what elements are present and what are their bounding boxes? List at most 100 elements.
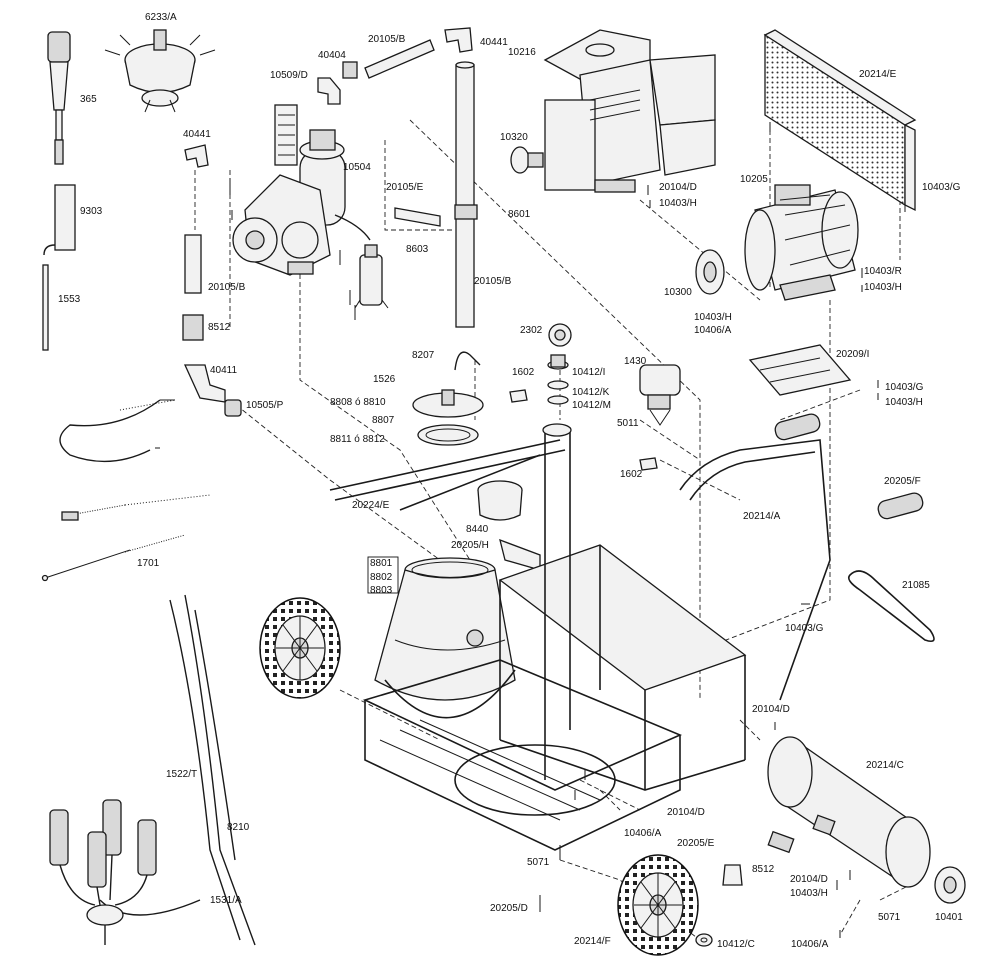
label-10403-g-guard: 10403/G — [922, 182, 961, 193]
v-belt-21085 — [847, 570, 935, 643]
teat-cup-shell-365 — [47, 31, 71, 165]
label-box-8801-8803 — [367, 556, 399, 594]
washer-10412c — [695, 933, 713, 947]
rod-1553 — [42, 264, 49, 351]
label-10403-h-bracket2: 10403/H — [885, 397, 923, 408]
label-1531-a: 1531/A — [210, 895, 242, 906]
label-8801: 8801 — [370, 558, 393, 569]
label-8601: 8601 — [508, 209, 531, 220]
valve-1602-top — [509, 389, 528, 403]
label-20105-b-left: 20105/B — [208, 282, 246, 293]
pipe-20105b-left — [184, 234, 202, 294]
label-10412-c: 10412/C — [717, 939, 755, 950]
label-8207: 8207 — [412, 350, 435, 361]
cart-frame — [362, 423, 831, 851]
label-8803: 8803 — [370, 585, 393, 596]
label-10403-g-bracket: 10403/G — [885, 382, 924, 393]
label-8440: 8440 — [466, 524, 489, 535]
pipe-9303 — [43, 184, 76, 256]
label-365: 365 — [80, 94, 97, 105]
assembly-guide-lines — [194, 119, 921, 941]
elbow-40411 — [183, 364, 226, 403]
label-10509-d: 10509/D — [270, 70, 308, 81]
label-1526: 1526 — [373, 374, 396, 385]
label-8802: 8802 — [370, 572, 393, 583]
label-20214-f: 20214/F — [574, 936, 611, 947]
label-8210: 8210 — [227, 822, 250, 833]
label-8603: 8603 — [406, 244, 429, 255]
label-20224-e: 20224/E — [352, 500, 390, 511]
label-1602-bottom: 1602 — [620, 469, 643, 480]
grip-left-20205f — [774, 413, 821, 441]
label-20105-b-top: 20105/B — [368, 34, 406, 45]
label-8512-right: 8512 — [752, 864, 775, 875]
label-20104-d-frame: 20104/D — [752, 704, 790, 715]
label-20214-a: 20214/A — [743, 511, 781, 522]
label-10412-i: 10412/I — [572, 367, 605, 378]
pulsator-1430 — [639, 364, 681, 426]
label-8811-8812: 8811 ó 8812 — [330, 434, 385, 445]
label-10401: 10401 — [935, 912, 963, 923]
elbow-40441-top — [444, 27, 473, 53]
label-10300: 10300 — [664, 287, 692, 298]
fasteners — [229, 122, 906, 938]
label-10412-k: 10412/K — [572, 387, 610, 398]
milk-hose-cleaning-brush — [59, 399, 211, 521]
label-20105-b-pipe: 20105/B — [474, 276, 512, 287]
wheel-right-20214f — [617, 854, 699, 956]
valve-1602-bottom — [639, 457, 658, 471]
label-20205-f: 20205/F — [884, 476, 921, 487]
claw-assembly-6233a — [104, 29, 216, 113]
vertical-pipe-20105b — [394, 61, 478, 328]
vacuum-gauge-2302 — [548, 323, 572, 347]
vacuum-pump-10504 — [232, 104, 371, 276]
oil-tank — [354, 244, 389, 309]
label-8512-left: 8512 — [208, 322, 231, 333]
label-10320: 10320 — [500, 132, 528, 143]
label-20205-h: 20205/H — [451, 540, 489, 551]
label-20214-c: 20214/C — [866, 760, 904, 771]
label-10504: 10504 — [343, 162, 371, 173]
wheel-left — [259, 597, 341, 699]
coupling-8512-left — [182, 314, 204, 341]
regulator-10412 — [547, 354, 569, 405]
label-10403-h-engine: 10403/H — [659, 198, 697, 209]
label-20104-d-engine: 20104/D — [659, 182, 697, 193]
label-10403-g-frame: 10403/G — [785, 623, 824, 634]
label-9303: 9303 — [80, 206, 103, 217]
label-10403-h-motor: 10403/H — [864, 282, 902, 293]
elbow-40441-left — [184, 144, 209, 168]
milk-bucket-8801 — [374, 557, 516, 719]
belt-guard-20214e — [763, 29, 917, 212]
label-40411: 40411 — [210, 365, 238, 376]
label-20104-d-base: 20104/D — [667, 807, 705, 818]
pulley-10320 — [510, 146, 544, 174]
engine-10216 — [543, 29, 716, 193]
label-10406-a-base: 10406/A — [624, 828, 662, 839]
label-20209-i: 20209/I — [836, 349, 869, 360]
label-20104-d-tank: 20104/D — [790, 874, 828, 885]
label-8807: 8807 — [372, 415, 395, 426]
electric-motor-10205 — [744, 184, 859, 301]
label-1430: 1430 — [624, 356, 647, 367]
label-10403-h-bracket: 10403/H — [694, 312, 732, 323]
pulley-10300 — [695, 249, 725, 295]
nipple-40404 — [342, 61, 358, 79]
label-10403-r: 10403/R — [864, 266, 902, 277]
pipe-20105b-top — [364, 39, 435, 79]
label-10505-p: 10505/P — [246, 400, 284, 411]
cap-10401 — [934, 866, 966, 904]
elbow-10509d — [317, 77, 341, 105]
milking-cluster — [49, 594, 256, 946]
label-8808-8810: 8808 ó 8810 — [330, 397, 386, 408]
grip-right-20205f — [877, 492, 924, 520]
vacuum-tank-20214c — [767, 736, 931, 888]
foot-20205e — [722, 864, 743, 886]
nipple-10505p — [224, 399, 242, 417]
label-20105-e: 20105/E — [386, 182, 424, 193]
label-1602-top: 1602 — [512, 367, 535, 378]
label-5071-right: 5071 — [878, 912, 901, 923]
label-5071-left: 5071 — [527, 857, 550, 868]
